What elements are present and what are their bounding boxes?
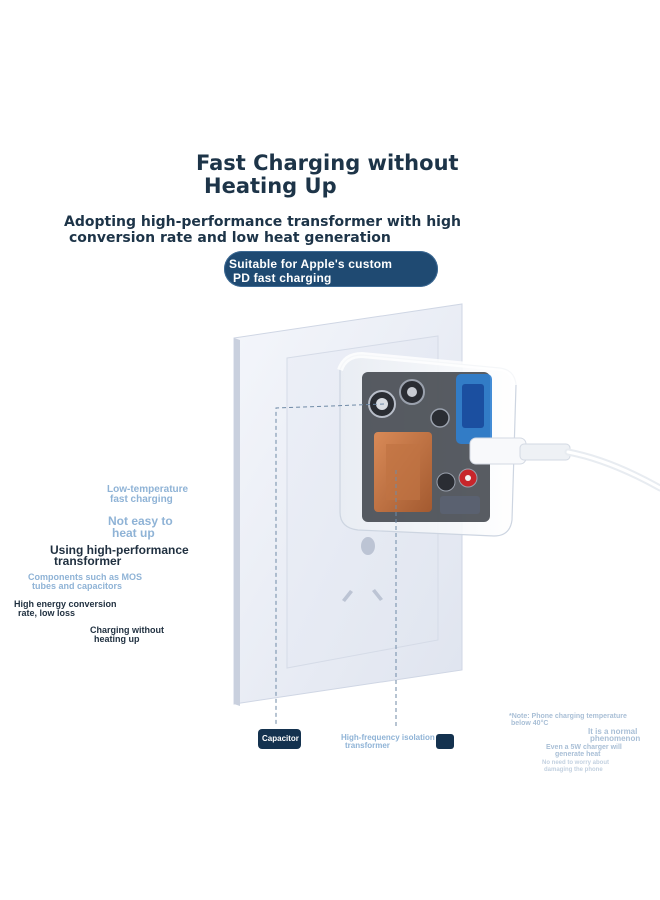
note-line-2: below 40°C [511,720,549,727]
badge-line-2: PD fast charging [233,271,332,285]
callout-using-hp-1: Using high-performance [50,543,189,557]
leader-lines [275,403,397,726]
transformer-label-2: transformer [345,741,390,750]
callout-not-easy-1: Not easy to [108,514,173,528]
usb-cable [469,437,660,492]
subheading-line-1: Adopting high-performance transformer wi… [64,214,461,230]
callout-components-2: tubes and capacitors [32,581,123,591]
badge-line-1: Suitable for Apple's custom [229,257,393,271]
callout-energy-1: High energy conversion [14,599,117,609]
worry-line-2: damaging the phone [544,767,603,773]
callout-energy-2: rate, low loss [18,608,76,618]
note-line-1: *Note: Phone charging temperature [509,713,627,720]
callout-low-temp-1: Low-temperature [107,484,189,495]
even-line-1: Even a 5W charger will [546,744,622,751]
capacitor-label: Capacitor [262,734,299,743]
callout-components-1: Components such as MOS [28,572,143,582]
charger-body [337,351,519,537]
callout-low-temp-2: fast charging [110,494,173,505]
callout-not-easy-2: heat up [112,526,155,540]
worry-line-1: No need to worry about [542,760,610,766]
transformer-label-1: High-frequency isolation [341,733,435,742]
callout-using-hp-2: transformer [54,554,122,568]
apple-pd-badge [224,251,438,287]
heading-line-1: Fast Charging without [196,151,459,175]
capacitor-label-badge [258,729,301,749]
heading-line-2: Heating Up [204,174,337,198]
normal-line-2: phenomenon [590,734,641,743]
even-line-2: generate heat [555,751,601,758]
transformer-label-badge [436,734,454,749]
callout-charging-1: Charging without [90,625,164,635]
normal-line-1: It is a normal [588,727,638,736]
callout-charging-2: heating up [94,634,140,644]
subheading-line-2: conversion rate and low heat generation [69,230,391,246]
